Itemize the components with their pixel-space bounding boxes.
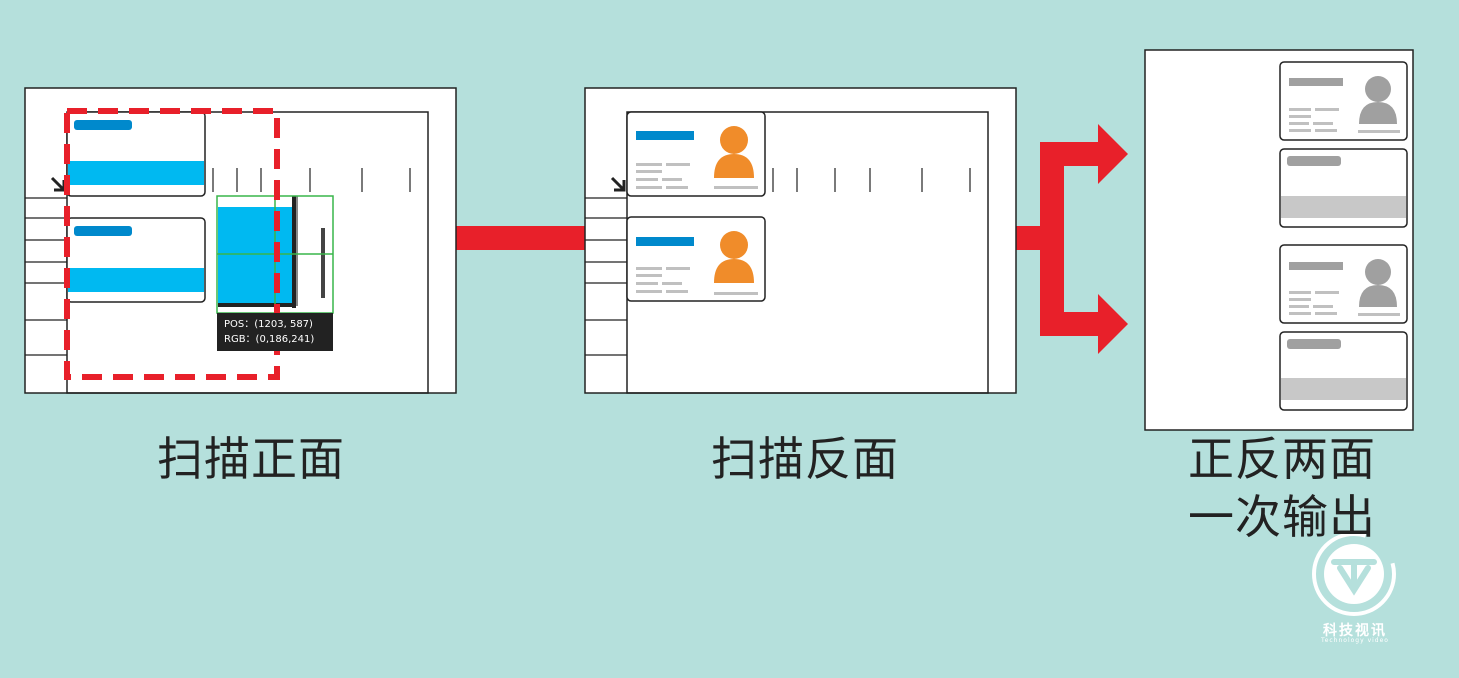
output-card-back-1 — [1279, 61, 1408, 141]
branch-top — [1040, 142, 1100, 166]
output-card-front-1 — [1279, 148, 1408, 228]
id-card-back-2 — [626, 216, 766, 302]
output-card-back-2 — [1279, 244, 1408, 324]
avatar-icon — [720, 126, 748, 154]
output-card-front-2 — [1279, 331, 1408, 411]
tooltip-rgb: RGB：(0,186,241) — [224, 334, 315, 345]
logo-mark — [1312, 532, 1396, 616]
selection-box — [64, 108, 280, 380]
caption-scan-back: 扫描反面 — [711, 432, 899, 486]
output-page — [1144, 49, 1414, 431]
corner-arrow-icon — [610, 176, 626, 192]
branch-bottom — [1040, 312, 1100, 336]
branch-vertical — [1040, 142, 1064, 336]
arrowhead-bottom — [1098, 294, 1128, 354]
logo-subtitle: Technology video — [1321, 637, 1389, 644]
caption-scan-front: 扫描正面 — [157, 432, 345, 486]
connector-front-back — [456, 226, 586, 250]
caption-output-line2: 一次输出 — [1188, 490, 1376, 544]
caption-output-line1: 正反两面 — [1188, 432, 1376, 486]
logo-name: 科技视讯 — [1323, 623, 1387, 639]
id-card-back-1 — [626, 111, 766, 197]
pixel-info-tooltip: POS：(1203, 587) RGB：(0,186,241) — [217, 313, 333, 351]
tooltip-pos: POS：(1203, 587) — [224, 319, 313, 330]
avatar-icon — [1365, 259, 1391, 285]
arrowhead-top — [1098, 124, 1128, 184]
connector-back-out — [1016, 226, 1044, 250]
scanner-back-panel — [584, 87, 1017, 394]
id-card-front-1 — [66, 111, 206, 197]
flow-arrows — [456, 124, 1128, 354]
id-card-front-2 — [66, 217, 206, 303]
avatar-icon — [1365, 76, 1391, 102]
avatar-icon — [720, 231, 748, 259]
